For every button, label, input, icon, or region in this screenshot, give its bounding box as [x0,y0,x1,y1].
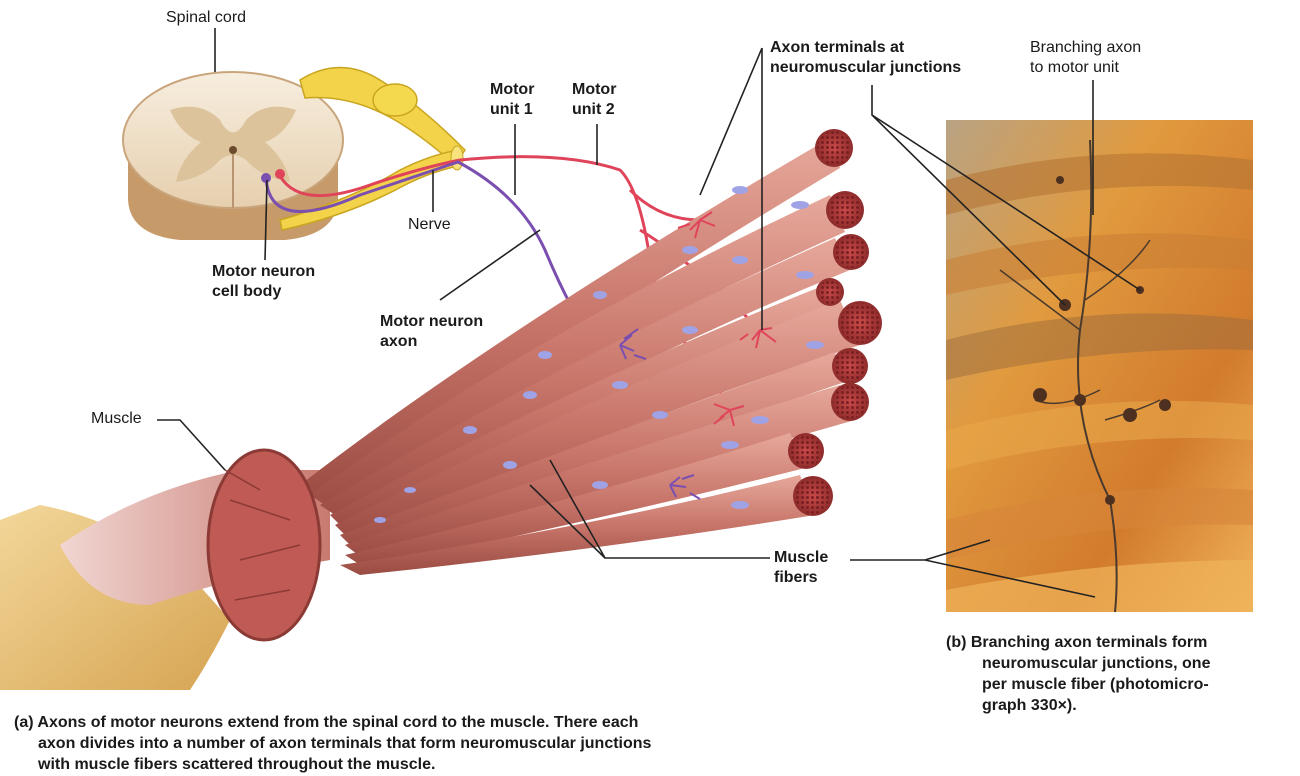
label-line: Motor [490,81,535,98]
label-spinal-cord: Spinal cord [166,9,247,26]
label-line: fibers [774,569,818,586]
label-line: Motor [572,81,617,98]
nuclei [374,186,824,523]
muscle [0,129,882,690]
label-muscle-fibers: Muscle fibers [774,548,828,588]
label-muscle: Muscle [91,410,142,427]
label-motor-unit-2: Motor unit 2 [572,80,616,120]
muscle-cross-section [206,448,322,642]
axon-terminals-unit-1 [619,328,701,500]
photomicrograph [946,120,1253,613]
caption-line: graph 330×). [982,697,1077,714]
label-line: Axon terminals at [770,39,905,56]
caption-line: axon divides into a number of axon termi… [38,735,652,752]
label-line: Motor neuron [212,263,316,280]
label-line: cell body [212,283,282,300]
label-line: Branching axon [1030,39,1142,56]
label-line: Motor neuron [380,313,484,330]
label-line: to motor unit [1030,59,1119,76]
caption-b: (b) Branching axon terminals form neurom… [946,632,1210,716]
caption-line: (b) Branching axon terminals form [946,634,1208,651]
label-line: unit 1 [490,101,533,118]
muscle-fibers [300,138,860,575]
axon-terminals-unit-2 [677,211,777,427]
label-motor-neuron-axon: Motor neuron axon [380,312,483,352]
caption-line: neuromuscular junctions, one [982,655,1211,672]
label-nerve: Nerve [408,216,451,233]
caption-line: with muscle fibers scattered throughout … [38,756,436,773]
label-line: neuromuscular junctions [770,59,962,76]
label-line: unit 2 [572,101,615,118]
leader-lines [157,28,1141,598]
motor-neuron-cell-body-1 [261,173,271,183]
label-line: Muscle [774,549,829,566]
label-motor-unit-1: Motor unit 1 [490,80,534,120]
label-branching-axon: Branching axon to motor unit [1030,38,1141,78]
motor-neuron-cell-body-2 [275,169,285,179]
label-axon-terminals: Axon terminals at neuromuscular junction… [770,38,961,78]
spinal-cord [122,71,344,240]
label-line: axon [380,333,418,350]
label-motor-neuron-cell-body: Motor neuron cell body [212,262,315,302]
fiber-cross-sections [788,129,882,516]
caption-a: (a) Axons of motor neurons extend from t… [14,712,651,775]
caption-line: per muscle fiber (photomicro- [982,676,1209,693]
caption-line: (a) Axons of motor neurons extend from t… [14,714,639,731]
